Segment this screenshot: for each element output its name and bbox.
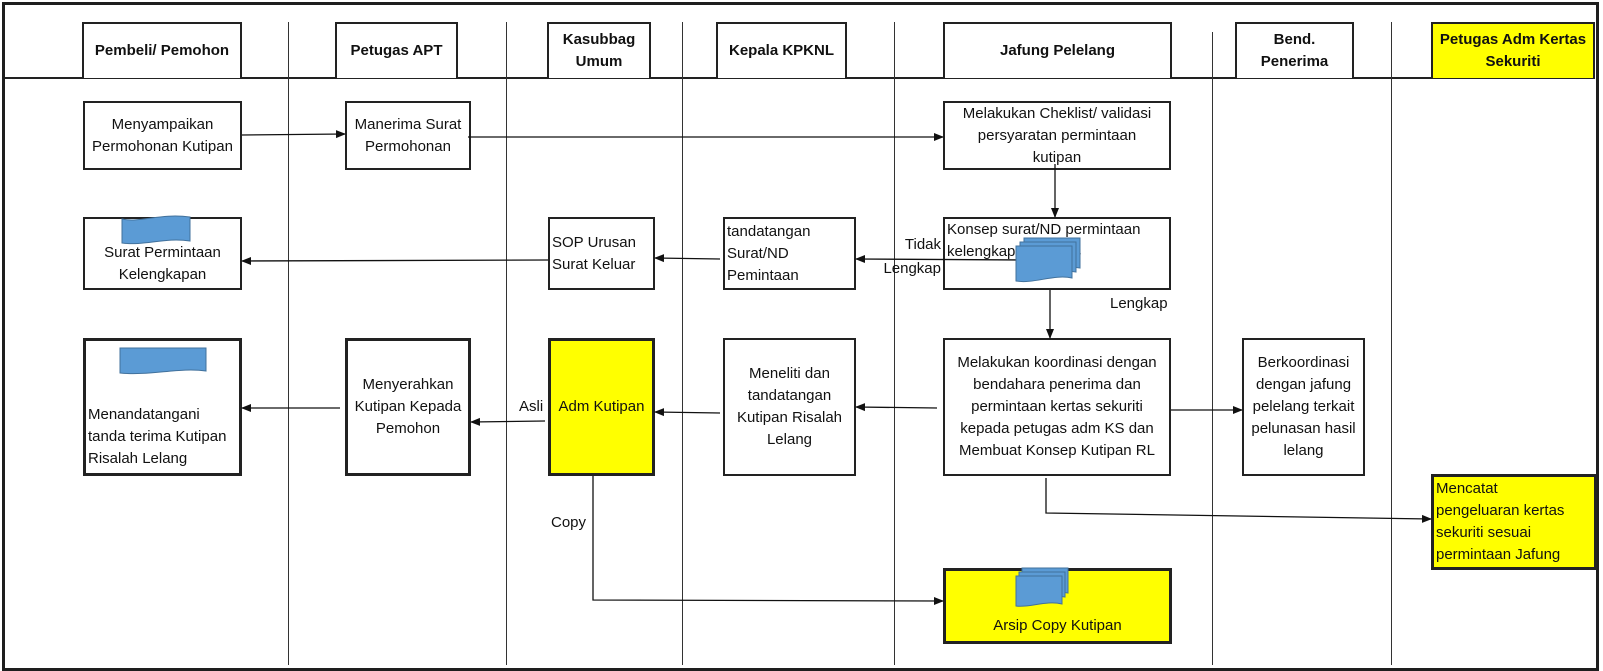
lane-divider [894, 22, 895, 665]
lane-header-label: Jafung Pelelang [999, 42, 1116, 59]
step-tandatangan-surat-nd[interactable]: tandatangan Surat/ND Pemintaan [723, 217, 856, 290]
lane-header-label: Kepala KPKNL [728, 42, 835, 59]
step-label: Berkoordinasi dengan jafung pelelang ter… [1251, 354, 1356, 459]
step-berkoordinasi-jafung[interactable]: Berkoordinasi dengan jafung pelelang ter… [1242, 338, 1365, 476]
lane-header-bendahara: Bend. Penerima [1235, 22, 1354, 78]
label-copy: Copy [551, 514, 587, 531]
step-arsip-copy-kutipan[interactable]: Arsip Copy Kutipan [943, 568, 1172, 644]
step-label: Melakukan koordinasi dengan bendahara pe… [957, 354, 1157, 459]
lane-header-apt: Petugas APT [335, 22, 458, 78]
lane-header-jafung: Jafung Pelelang [943, 22, 1172, 78]
step-label: Meneliti dan tandatangan Kutipan Risalah… [736, 365, 843, 448]
label-lengkap: Lengkap [1110, 295, 1168, 312]
lane-divider [1212, 32, 1213, 665]
step-mencatat-pengeluaran[interactable]: Mencatat pengeluaran kertas sekuriti ses… [1431, 474, 1597, 570]
step-checklist-validasi[interactable]: Melakukan Cheklist/ validasi persyaratan… [943, 101, 1171, 170]
lane-header-label: Pembeli/ Pemohon [94, 42, 230, 59]
step-menyampaikan-permohonan[interactable]: Menyampaikan Permohonan Kutipan [83, 101, 242, 170]
step-label: Menyerahkan Kutipan Kepada Pemohon [354, 376, 462, 437]
step-koordinasi-bendahara[interactable]: Melakukan koordinasi dengan bendahara pe… [943, 338, 1171, 476]
lane-header-petugas-ks: Petugas Adm Kertas Sekuriti [1431, 22, 1595, 78]
step-label: Mencatat pengeluaran kertas sekuriti ses… [1436, 480, 1565, 563]
lane-divider [682, 22, 683, 665]
label-asli: Asli [519, 398, 544, 415]
step-label: Surat Permintaan Kelengkapan [104, 244, 221, 283]
step-label: tandatangan Surat/ND Pemintaan [727, 222, 811, 284]
step-konsep-surat-nd[interactable]: Konsep surat/ND permintaan kelengkapan b… [943, 217, 1171, 290]
lane-divider [288, 22, 289, 665]
lane-header-kasubbag: Kasubbag Umum [547, 22, 651, 78]
lane-header-label: Bend. Penerima [1260, 31, 1329, 70]
step-label: Arsip Copy Kutipan [993, 617, 1122, 634]
step-meneliti-tandatangan[interactable]: Meneliti dan tandatangan Kutipan Risalah… [723, 338, 856, 476]
step-label: Menyampaikan Permohonan Kutipan [92, 115, 233, 155]
lane-header-label: Petugas Adm Kertas Sekuriti [1439, 31, 1587, 70]
step-label: Melakukan Cheklist/ validasi persyaratan… [962, 104, 1152, 166]
lane-header-pembeli: Pembeli/ Pemohon [82, 22, 242, 78]
step-label: Konsep surat/ND permintaan kelengkapan b… [947, 221, 1141, 260]
step-adm-kutipan[interactable]: Adm Kutipan [548, 338, 655, 476]
step-menyerahkan-kutipan[interactable]: Menyerahkan Kutipan Kepada Pemohon [345, 338, 471, 476]
lane-header-label: Kasubbag Umum [562, 31, 636, 70]
lane-divider [1391, 22, 1392, 665]
step-sop-urusan-surat-keluar[interactable]: SOP Urusan Surat Keluar [548, 217, 655, 290]
lane-header-label: Petugas APT [350, 42, 443, 59]
step-label: Adm Kutipan [558, 398, 645, 415]
step-label: Manerima Surat Permohonan [354, 115, 462, 155]
header-separator [5, 77, 1595, 79]
step-menerima-surat[interactable]: Manerima Surat Permohonan [345, 101, 471, 170]
step-menandatangani-tanda-terima[interactable]: Menandatangani tanda terima Kutipan Risa… [83, 338, 242, 476]
step-label: Menandatangani tanda terima Kutipan Risa… [88, 406, 227, 467]
step-label: SOP Urusan Surat Keluar [552, 233, 636, 273]
label-tidak-lengkap: Tidak Lengkap [883, 236, 941, 277]
lane-divider [506, 22, 507, 665]
lane-header-kepala: Kepala KPKNL [716, 22, 847, 78]
step-surat-permintaan-kelengkapan[interactable]: Surat Permintaan Kelengkapan [83, 217, 242, 290]
